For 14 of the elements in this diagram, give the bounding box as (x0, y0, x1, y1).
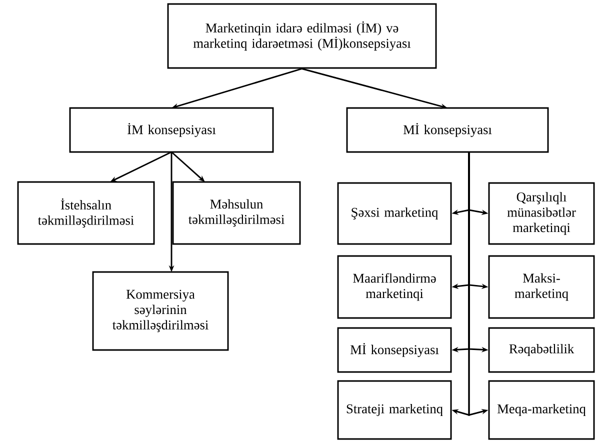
concept-box: Maksi-marketinq (488, 255, 595, 319)
concept-box: Mİ konsepsiyası (346, 107, 549, 153)
concept-box: İstehsalın təkmilləşdirilməsi (17, 181, 155, 245)
concept-box: Rəqabətlilik (488, 327, 595, 373)
concept-box: Kommersiya səylərinin təkmilləşdirilməsi (92, 271, 229, 351)
concept-box: Məhsulun təkmilləşdirilməsi (172, 181, 301, 245)
concept-box: Mİ konsepsiyası (337, 327, 452, 373)
concept-box: Strateji marketinq (337, 380, 452, 440)
concept-box: Şəxsi marketinq (337, 182, 452, 245)
concept-box: Qarşılıqlı münasibətlər marketinqi (488, 182, 595, 245)
concept-box: İM konsepsiyası (69, 107, 274, 153)
concept-box: Marketinqin idarə edilməsi (İM) və marketinq idarəetməsi (Mİ)konsepsiyası (167, 3, 437, 69)
concept-box: Meqa-marketinq (488, 380, 595, 440)
concept-box: Maarifləndirmə marketinqi (337, 255, 452, 319)
